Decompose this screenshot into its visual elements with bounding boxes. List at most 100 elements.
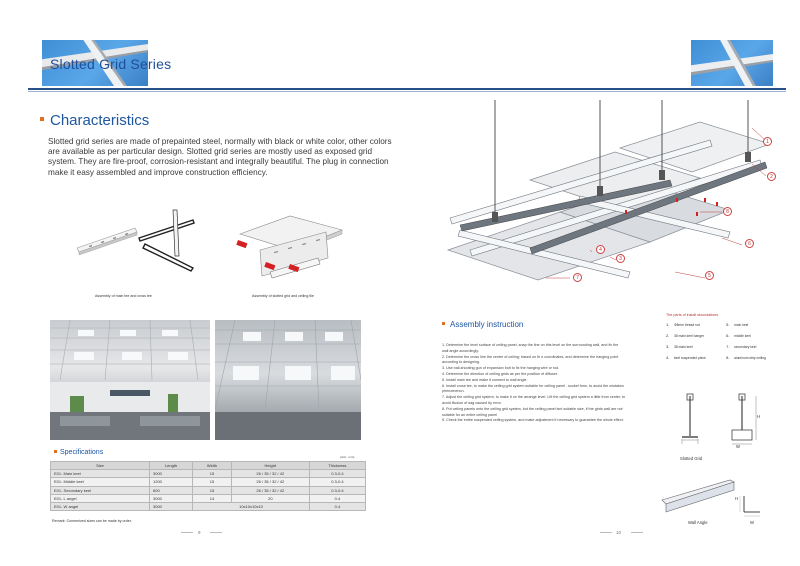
- cell-length: 600: [148, 485, 194, 495]
- specifications-table: Size Length Width Height Thickness E01- …: [50, 460, 367, 512]
- part-label: 38 main keel: [674, 344, 693, 349]
- cell-width: 15: [192, 485, 232, 495]
- col-header-width: Width: [192, 460, 232, 471]
- table-row: 4. keel suspended piece 8. aluminum stri…: [666, 352, 786, 363]
- ceiling-grid-exploded-diagram: [446, 100, 772, 281]
- cell-size: E01- Main keel: [50, 469, 150, 479]
- dim-h-label: H: [757, 414, 761, 419]
- parts-heading: The parts of install stoundations: [666, 313, 719, 317]
- bullet-square-icon: [40, 117, 44, 122]
- list-item: 9. Check the entire suspended ceiling sy…: [442, 418, 624, 423]
- page-number-right: 10: [616, 530, 622, 535]
- cell-length: 1200: [148, 477, 194, 487]
- part-label: aluminum strip ceiling: [734, 355, 766, 360]
- ceiling-lights-photo: [215, 320, 361, 440]
- table-row: 2. 38 main keel hanger 6. middle keel: [666, 330, 786, 341]
- characteristics-body: Slotted grid series are made of prepaint…: [48, 137, 392, 177]
- unit-label: (unit : mm): [340, 455, 355, 459]
- table-row: E01- Main keel 3000 15 26 / 35 / 32 / 42…: [50, 469, 367, 479]
- office-ceiling-photo: [50, 320, 210, 440]
- characteristics-heading: Characteristics: [40, 112, 149, 129]
- assembly-heading: Assembly instruction: [442, 320, 523, 329]
- header-rule-thin: [28, 91, 786, 92]
- callout-2: 2: [767, 172, 776, 181]
- main-tee-cross-tee-illustration: [76, 209, 195, 272]
- table-header-row: Size Length Width Height Thickness: [50, 460, 367, 471]
- page-title: Slotted Grid Series: [50, 56, 172, 72]
- list-item: wall angle accordingly.: [442, 348, 479, 353]
- table-row: E01- Middle keel 1200 15 26 / 35 / 32 / …: [50, 477, 367, 487]
- cell-thickness: 0.4: [308, 493, 367, 503]
- callout-8: 8: [723, 207, 732, 216]
- cell-size: E01- L angel: [50, 493, 150, 503]
- callout-5: 5: [705, 271, 714, 280]
- cell-width: 15: [192, 477, 232, 487]
- page-rule-right: [600, 532, 612, 533]
- slotted-grid-profile-drawings: [681, 393, 757, 445]
- part-number: 3.: [666, 344, 670, 349]
- col-header-size: Size: [50, 460, 150, 471]
- part-number: 5.: [726, 322, 730, 327]
- part-label: main keel: [734, 322, 749, 327]
- list-item: phenomenon.: [442, 389, 465, 394]
- dim-w-label: W: [736, 444, 740, 449]
- cell-size: E01- Middle keel: [50, 477, 150, 487]
- list-item: 4. Determine the direction of ceiling gr…: [442, 371, 558, 376]
- bullet-square-icon: [54, 449, 57, 453]
- cell-thickness: 0.3-0.4: [308, 477, 367, 487]
- cell-width: 15: [192, 469, 232, 479]
- caption-grid-tile: Assembly of slotted grid and ceiling til…: [252, 294, 314, 298]
- part-label: middle keel: [734, 333, 751, 338]
- page-rule-right-2: [631, 532, 643, 533]
- list-item: according to designing.: [442, 360, 480, 365]
- header-photo-left: [42, 40, 148, 86]
- header-photo-right: [691, 40, 773, 86]
- bullet-square-icon: [442, 322, 445, 326]
- cell-length: 3000: [148, 469, 194, 479]
- specifications-heading: Specifications: [54, 449, 103, 456]
- wall-angle-dim-w: W: [750, 520, 754, 525]
- page-rule-left: [181, 532, 193, 533]
- table-row: E01- L angel 3000 14 20 0.4: [50, 493, 367, 503]
- cell-height: 26 / 35 / 32 / 42: [230, 469, 310, 479]
- part-label: secondary keel: [734, 344, 757, 349]
- part-label: 38 main keel hanger: [674, 333, 704, 338]
- header-rule: [28, 88, 786, 90]
- cell-size: E01- W angel: [50, 501, 150, 512]
- callout-4: 4: [596, 245, 605, 254]
- parts-legend: 1. Φ8mm thread rod 5. main keel 2. 38 ma…: [666, 319, 786, 363]
- col-header-height: Height: [230, 460, 310, 471]
- part-number: 4.: [666, 355, 670, 360]
- grid-tee-photo-right: [691, 40, 773, 86]
- list-item: 3. Use nail-shooting gun of expansion bo…: [442, 366, 560, 371]
- part-number: 2.: [666, 333, 670, 338]
- cell-height: 26 / 35 / 32 / 42: [230, 477, 310, 487]
- list-item: 8. Put ceiling panels onto the ceiling g…: [442, 406, 623, 411]
- page-number-left: 9: [198, 530, 201, 535]
- callout-3: 3: [616, 254, 625, 263]
- list-item: 2. Determine the cross line the center o…: [442, 354, 619, 359]
- cell-width: 14: [192, 493, 232, 503]
- remark-note: Remark: Conmmized sizes can be made by o…: [52, 519, 132, 523]
- callout-6: 6: [745, 239, 754, 248]
- table-row: E01- Secondary keel 600 15 26 / 35 / 32 …: [50, 485, 367, 495]
- cell-size: E01- Secondary keel: [50, 485, 150, 495]
- list-item: 1. Determine the level surface of ceilin…: [442, 343, 619, 347]
- page-rule-left-2: [210, 532, 222, 533]
- callout-7: 7: [573, 273, 582, 282]
- table-row: 3. 38 main keel 7. secondary keel: [666, 341, 786, 352]
- callout-1: 1: [763, 137, 772, 146]
- list-item: avoid illusion of sag caused by error.: [442, 400, 502, 405]
- part-number: 8.: [726, 355, 730, 360]
- cell-length: 3000: [148, 493, 194, 503]
- wall-angle-drawing: [661, 479, 760, 517]
- cell-height: 26 / 35 / 32 / 42: [230, 485, 310, 495]
- part-label: Φ8mm thread rod: [674, 322, 700, 327]
- part-number: 6.: [726, 333, 730, 338]
- part-number: 1.: [666, 322, 670, 327]
- table-row: 1. Φ8mm thread rod 5. main keel: [666, 319, 786, 330]
- assembly-steps-list: 1. Determine the level surface of ceilin…: [442, 343, 657, 424]
- cell-height: 20: [230, 493, 310, 503]
- cell-thickness: 0.3-0.4: [308, 469, 367, 479]
- cell-thickness: 0.4: [308, 501, 367, 512]
